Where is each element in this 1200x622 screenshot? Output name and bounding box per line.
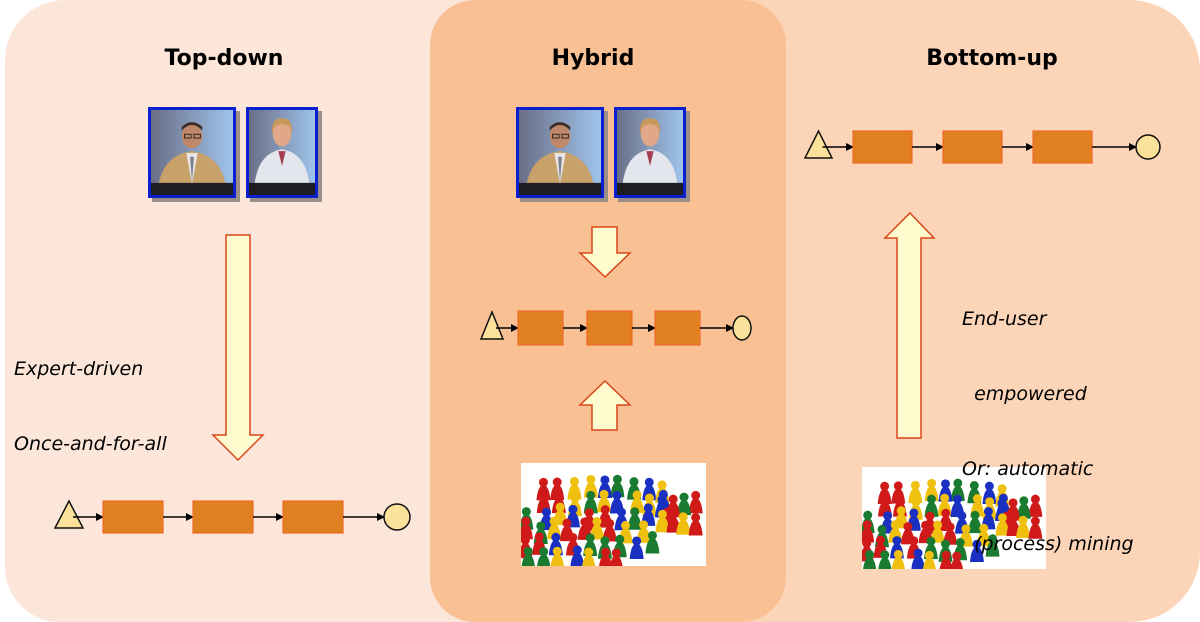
pawn-figure bbox=[911, 548, 925, 569]
crowd-pawns-photo bbox=[862, 467, 1046, 569]
activity-box bbox=[852, 130, 913, 164]
activity-box bbox=[282, 500, 344, 534]
top-down-notes: Expert-driven Once-and-for-all bbox=[14, 307, 167, 482]
big-down-arrow-icon bbox=[211, 234, 265, 462]
big-up-arrow-icon bbox=[883, 211, 936, 439]
pawn-figure bbox=[1016, 515, 1030, 539]
pawn-crowd bbox=[862, 478, 1043, 569]
pawn-figure bbox=[550, 546, 564, 566]
start-event-triangle-icon bbox=[53, 499, 85, 529]
pawn-figure bbox=[645, 530, 660, 554]
pawn-figure bbox=[922, 550, 936, 569]
businesswoman-photo bbox=[246, 107, 318, 198]
crowd-pawns-photo bbox=[521, 463, 706, 566]
pawn-figure bbox=[1016, 496, 1031, 519]
pawn-figure bbox=[521, 516, 533, 540]
activity-box bbox=[102, 500, 164, 534]
pawn-figure bbox=[939, 550, 953, 569]
businessman-photo bbox=[516, 107, 604, 198]
note-line: End-user bbox=[962, 308, 1047, 330]
pawn-figure bbox=[1028, 494, 1043, 517]
pawn-crowd bbox=[521, 474, 703, 566]
activity-box bbox=[942, 130, 1003, 164]
end-event-circle-icon bbox=[383, 503, 411, 531]
pawn-figure bbox=[676, 512, 691, 535]
pawn-figure bbox=[582, 547, 596, 566]
note-line: Expert-driven bbox=[14, 358, 144, 380]
businessman-photo bbox=[148, 107, 236, 198]
pawn-figure bbox=[521, 546, 535, 566]
activity-box bbox=[192, 500, 254, 534]
pawn-figure bbox=[1028, 516, 1043, 539]
note-line: Once-and-for-all bbox=[14, 433, 167, 455]
activity-box bbox=[517, 310, 564, 346]
pawn-figure bbox=[968, 510, 982, 534]
small-down-arrow-icon bbox=[578, 226, 632, 279]
pawn-figure bbox=[599, 547, 613, 566]
pawn-figure bbox=[570, 545, 585, 566]
small-up-arrow-icon bbox=[578, 379, 632, 431]
pawn-figure bbox=[677, 492, 692, 516]
start-event-triangle-icon bbox=[479, 310, 505, 340]
bottom-up-notes: End-user empowered Or: automatic (proces… bbox=[962, 257, 1134, 582]
note-line: Or: automatic bbox=[962, 458, 1094, 480]
pawn-figure bbox=[969, 539, 984, 563]
activity-box bbox=[1032, 130, 1093, 164]
note-line: empowered bbox=[962, 383, 1087, 405]
pawn-figure bbox=[985, 534, 1000, 557]
pawn-figure bbox=[537, 547, 551, 566]
businesswoman-photo bbox=[614, 107, 686, 198]
activity-box bbox=[654, 310, 701, 346]
start-event-triangle-icon bbox=[803, 129, 834, 159]
pawn-figure bbox=[891, 549, 905, 569]
pawn-figure bbox=[629, 536, 644, 559]
end-event-circle-icon bbox=[1135, 134, 1161, 160]
pawn-figure bbox=[995, 513, 1010, 536]
pawn-figure bbox=[862, 520, 875, 543]
note-line: (process) mining bbox=[962, 533, 1134, 555]
hybrid-title: Hybrid bbox=[551, 46, 635, 71]
bottom-up-title: Bottom-up bbox=[926, 46, 1058, 71]
pawn-figure bbox=[609, 548, 623, 566]
pawn-figure bbox=[688, 490, 703, 514]
pawn-figure bbox=[878, 550, 892, 569]
pawn-figure bbox=[627, 507, 642, 530]
top-down-title: Top-down bbox=[164, 46, 284, 71]
pawn-figure bbox=[688, 513, 703, 536]
end-event-circle-icon bbox=[732, 315, 752, 341]
pawn-figure bbox=[950, 551, 964, 569]
pawn-figure bbox=[863, 550, 877, 569]
activity-box bbox=[586, 310, 633, 346]
pawn-figure bbox=[655, 509, 670, 533]
